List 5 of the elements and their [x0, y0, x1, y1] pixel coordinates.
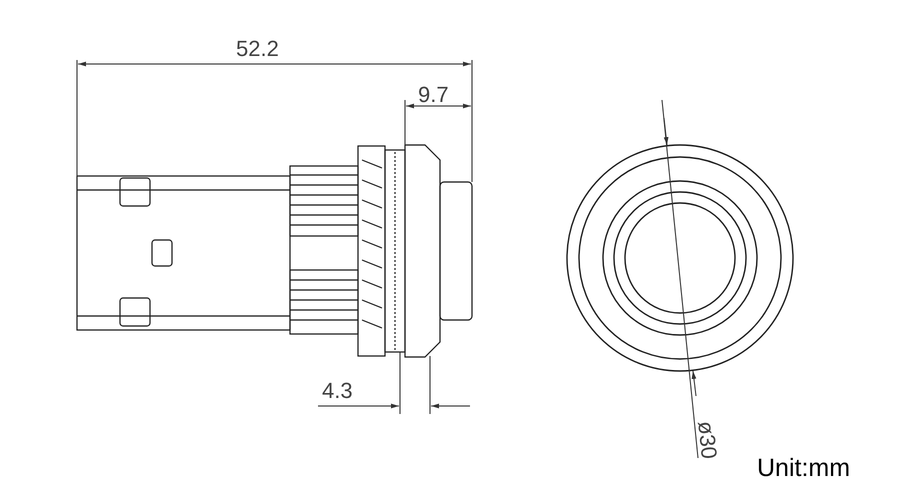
- dimension-label: ø30: [694, 420, 720, 460]
- dimension-label: 9.7: [418, 84, 449, 106]
- unit-note: Unit:mm: [757, 456, 850, 481]
- dimension-label: 4.3: [322, 380, 353, 402]
- dimension-label: 52.2: [236, 38, 279, 60]
